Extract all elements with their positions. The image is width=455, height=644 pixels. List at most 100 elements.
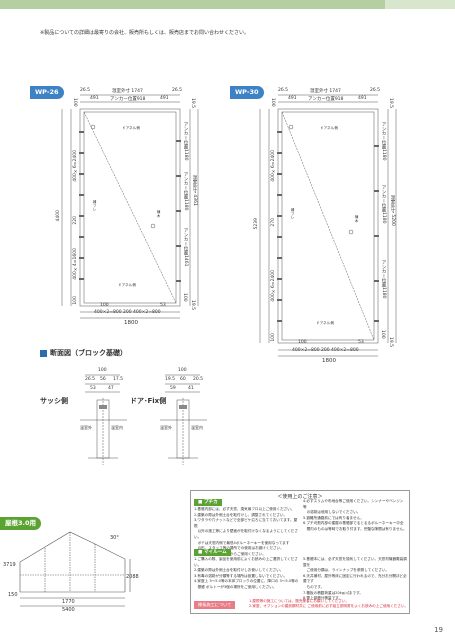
wp26-bottom-series: 400×2=800 200 400×2=800 bbox=[94, 310, 161, 315]
wp30-dim-26-5b: 26.5 bbox=[370, 88, 381, 93]
wp26-outer-length: 温室外寸 4361 bbox=[192, 175, 197, 206]
sash-dim-26-5: 26.5 bbox=[85, 377, 96, 382]
wp30-outer-length: 温室外寸 5200 bbox=[390, 195, 395, 226]
wp30-badge: WP-30 bbox=[230, 86, 264, 99]
wp26-right-2: アンカー位置1180 bbox=[183, 172, 188, 211]
note-line: 1.屋根等の施工については、販売業者にお願いしてください。 bbox=[249, 599, 350, 603]
section-square-icon bbox=[40, 349, 47, 357]
wp26-dim-491a: 491 bbox=[90, 96, 99, 101]
wp30-dim-19-5: 19.5 bbox=[388, 98, 393, 109]
wp26-bottom-100: 100 bbox=[100, 303, 109, 308]
door-dim-60: 60 bbox=[180, 377, 186, 382]
notes-footer-text: 1.屋根等の施工については、販売業者にお願いしてください。 2.家庭、オプション… bbox=[249, 599, 408, 609]
wp26-dim-100c: 100 bbox=[182, 293, 187, 302]
wp30-bottom-53: 53 bbox=[358, 340, 364, 345]
note-line: ボテは天窓内側で最低4ボルーネーキーを使用なってます bbox=[194, 540, 290, 545]
notes-sec1-title: ■ プチカ bbox=[194, 499, 222, 506]
wp30-dim-100: 100 bbox=[270, 98, 275, 107]
note-line: 2.建築の際は外側土台を取付けし、調整されてください。 bbox=[194, 512, 288, 517]
wp30-door-bottom: ドアネル側 bbox=[316, 321, 334, 325]
wp30-dim-100c: 100 bbox=[380, 330, 385, 339]
section-title: 断面図（ブロック基礎） bbox=[50, 349, 127, 357]
top-color-tab bbox=[385, 0, 455, 9]
roof-bottom-mid: 1770 bbox=[62, 599, 75, 605]
note-line: 7.棚板の積載荷重は20kg/㎡まです。 bbox=[303, 590, 363, 595]
wp30-bottom-series: 400×2=800 200 400×2=800 bbox=[292, 348, 359, 353]
door-dim-top: 100 bbox=[178, 368, 187, 373]
wp26-door-top: ドアネル側 bbox=[122, 126, 140, 130]
note-line: 5.基礎本には、必ず天窓を換気してください。天窓材機器電装調整を bbox=[303, 557, 407, 567]
section-heading: 断面図（ブロック基礎） bbox=[40, 348, 127, 358]
wp26-right-3: アンカー位置1461 bbox=[183, 228, 188, 267]
note-line: 万一、破損物は当社からご使用ください。 bbox=[197, 551, 266, 556]
wp30-bottom-100: 100 bbox=[298, 340, 307, 345]
wp30-inner-frame bbox=[281, 111, 375, 341]
roof-outline bbox=[19, 531, 126, 592]
wp26-bottom-total: 1800 bbox=[124, 320, 138, 326]
door-outside: 温室外 bbox=[160, 425, 172, 430]
sash-outside: 温室外 bbox=[80, 425, 92, 430]
door-side-label: ドア･Fix側 bbox=[130, 397, 167, 405]
wp26-inner-frame bbox=[83, 111, 177, 304]
sash-dim-53: 53 bbox=[90, 386, 96, 391]
page-number: 19 bbox=[434, 626, 443, 634]
wp26-outer-frame bbox=[79, 108, 181, 307]
notes-sec2-title: ■ マイルーム bbox=[194, 549, 231, 556]
roof-bottom-left: 150 bbox=[8, 592, 18, 598]
note-line: 2.建築の際は外側土台を取付けしお使いしてください。 bbox=[194, 568, 284, 573]
note-line: 4.必ずスリムや布地台等ご使用ください。シンナーやベンジン等 bbox=[303, 499, 404, 509]
door-dim-19-5: 19.5 bbox=[165, 377, 176, 382]
wp26-brace: 棟木 bbox=[157, 210, 161, 218]
notes-sec2-right: 5.基礎本には、必ず天窓を換気してください。天窓材機器電装調整を ご使用分願は、… bbox=[303, 557, 407, 602]
wp26-dim-19-5: 19.5 bbox=[190, 98, 195, 109]
roof-bottom-total: 5400 bbox=[62, 607, 75, 613]
top-color-bar bbox=[0, 0, 455, 9]
wp30-brace: 棟木 bbox=[355, 215, 359, 223]
wp26-right-1: アンカー位置1180 bbox=[183, 122, 188, 161]
top-note: ※製品についての詳細は最寄りの会社、販売所もしくは、販売店までお問い合わせくださ… bbox=[40, 30, 250, 36]
note-line: ご使用分願は、ラインナップを参照してください。 bbox=[303, 568, 390, 573]
roof-height-right: 2088 bbox=[126, 574, 139, 580]
roof-badge: 屋根3.0用 bbox=[0, 517, 42, 530]
wp26-dim-100: 100 bbox=[72, 98, 77, 107]
door-dim-20-5: 20.5 bbox=[193, 377, 204, 382]
note-line: の溶剤は使用しないでください。 bbox=[303, 510, 361, 515]
note-line: の形、スタッフ等の場所での使用はお避けください。 bbox=[194, 546, 284, 551]
roof-angle: 30° bbox=[110, 535, 119, 541]
wp26-beam: 補フレ bbox=[93, 200, 97, 211]
wp30-dim-19-5b: 19.5 bbox=[388, 337, 393, 348]
note-line: 1.基礎内部には、必ず天窓、換気扇フロ以上ご使用ください。 bbox=[194, 507, 295, 511]
wp26-dim-19-5b: 19.5 bbox=[190, 300, 195, 311]
note-line: 3.有毒の溶剤が分類等する場所は設置しないでください。 bbox=[194, 573, 288, 578]
note-line: 8.雪上部積分積量です。 bbox=[303, 596, 343, 601]
note-line: 2.家庭、オプションの建設鋼材共に ご使用前に必ず組立説明書をよくお読みの上ご使… bbox=[249, 604, 409, 608]
wp26-door-bottom: ドアネル側 bbox=[118, 283, 136, 287]
sash-dim-top: 100 bbox=[98, 368, 107, 373]
wp30-outer-width: 温室外寸 1747 bbox=[310, 89, 341, 94]
wp26-bottom-53: 53 bbox=[160, 303, 166, 308]
note-line: 1.ご購入の際、製品を使用前によくお読みの上ご選択してください。 bbox=[194, 557, 298, 567]
sash-dim-56: 56 bbox=[100, 377, 106, 382]
sash-dim-17-5: 17.5 bbox=[113, 377, 124, 382]
note-line: 6.ブチ刈割内部の建屋の基礎部でるとるるボルーネーキー中全 bbox=[303, 521, 404, 526]
note-line: 以外の施工等により壁面がを取付けなくなるようにしてください。 bbox=[194, 529, 298, 539]
sash-inside: 温室内 bbox=[111, 425, 123, 430]
wp30-door-top: ドアネル側 bbox=[320, 126, 338, 130]
wp30-bottom-total: 1800 bbox=[322, 358, 336, 364]
roof-height-left: 3719 bbox=[3, 562, 16, 568]
notes-sec1-left: 1.基礎内部には、必ず天窓、換気扇フロ以上ご使用ください。 2.建築の際は外側土… bbox=[194, 507, 300, 557]
notes-title: ＜使用上のご注意＞ bbox=[277, 494, 323, 500]
wp26-dim-26-5a: 26.5 bbox=[80, 88, 91, 93]
notes-sec1-right: 4.必ずスリムや布地台等ご使用ください。シンナーやベンジン等 の溶剤は使用しない… bbox=[303, 499, 407, 533]
wp26-badge: WP-26 bbox=[30, 86, 64, 99]
wp30-dim-26-5a: 26.5 bbox=[278, 88, 289, 93]
wp30-anchor-top: アンカー位置918 bbox=[308, 97, 344, 102]
